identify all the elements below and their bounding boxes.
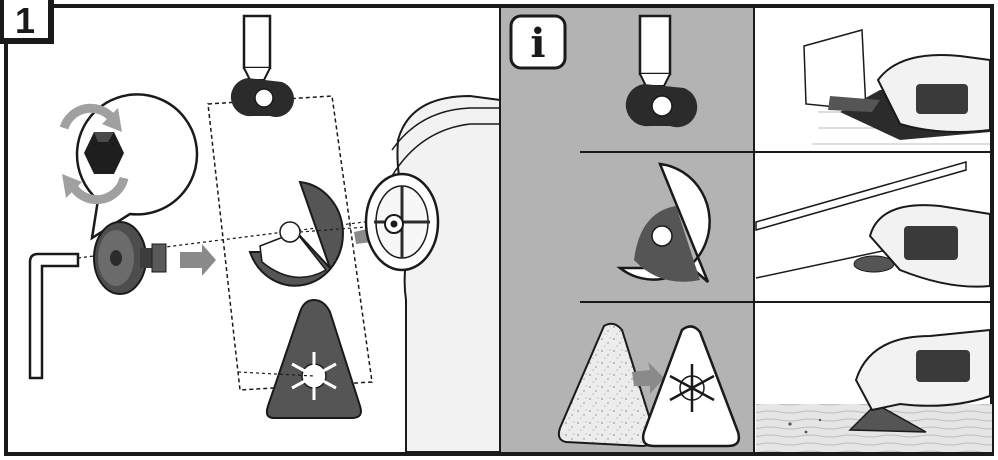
info-letter: i (530, 20, 545, 67)
info-icon: i (511, 16, 565, 68)
step-number: 1 (15, 0, 35, 41)
step-badge: 1 (0, 0, 54, 44)
